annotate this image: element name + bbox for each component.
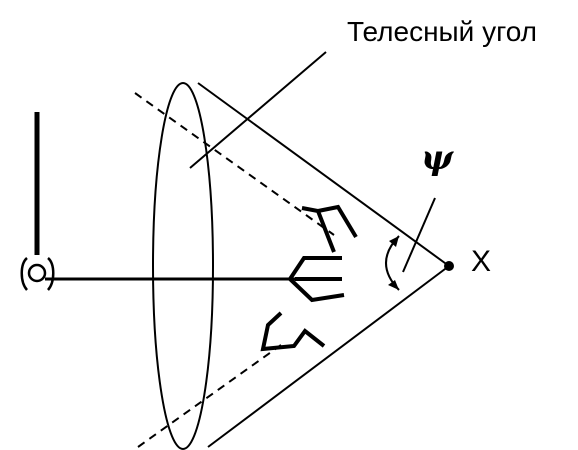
coil-icon <box>20 257 55 291</box>
upper-dashed-extension <box>134 92 335 236</box>
lower-dashed-extension <box>137 344 282 448</box>
solid-angle-label: Телесный угол <box>347 16 537 47</box>
cone-lower-side <box>207 265 450 448</box>
solid-angle-leader-line <box>189 51 327 169</box>
psi-arc-arrowhead-bottom <box>388 280 399 290</box>
apex-point <box>444 261 454 271</box>
point-x-label: X <box>471 245 492 278</box>
antenna-elements <box>260 204 358 352</box>
psi-leader-line <box>402 197 436 273</box>
cone-upper-side <box>197 82 450 267</box>
psi-arc-arrowhead-top <box>389 236 399 247</box>
psi-label: ψ <box>421 138 454 178</box>
cone-base-ellipse <box>152 82 214 450</box>
